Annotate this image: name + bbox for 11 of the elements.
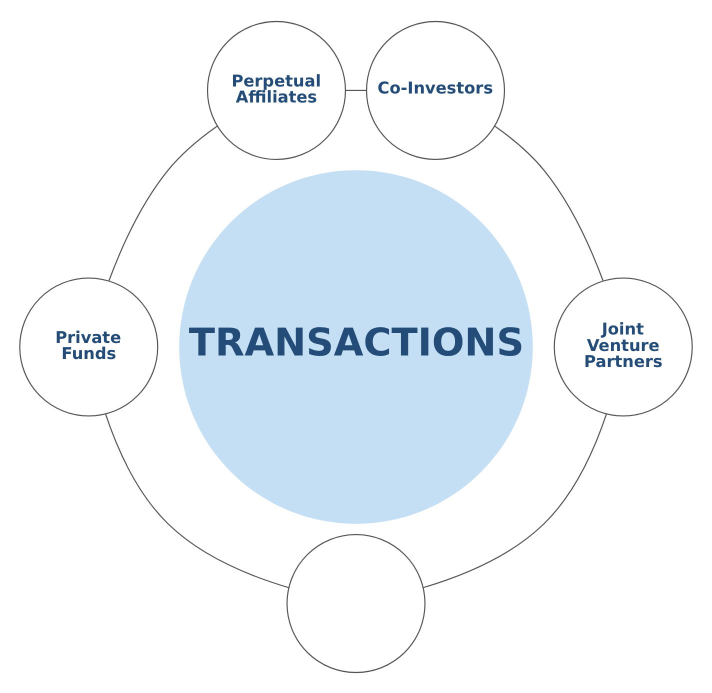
node-circle: TRANSACTIONS (179, 170, 533, 524)
connector (108, 125, 218, 281)
connector (346, 89, 366, 91)
node-circle: Perpetual Affiliates (206, 20, 346, 160)
node-circle: Private Funds (19, 276, 158, 416)
node-circle (286, 533, 426, 673)
node-circle: Co-Investors (366, 20, 506, 160)
connector (494, 125, 604, 281)
node-circle: Joint Venture Partners (554, 276, 693, 416)
connector (423, 413, 607, 588)
connector (105, 413, 289, 588)
